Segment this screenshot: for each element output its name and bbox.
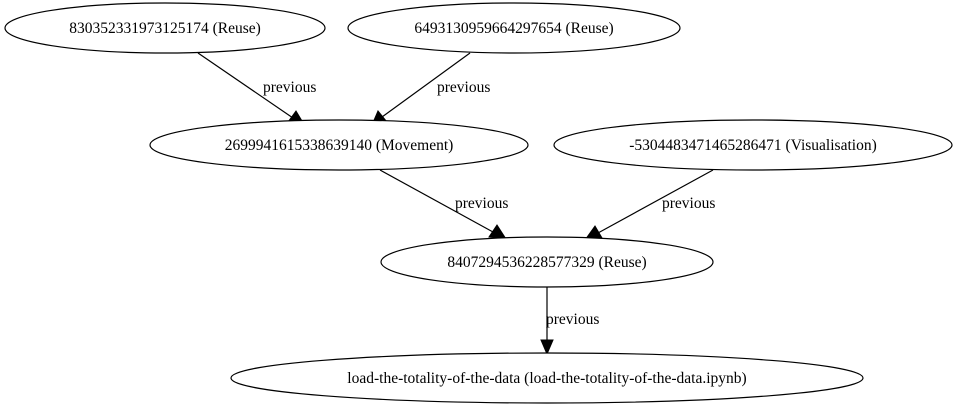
node-label: load-the-totality-of-the-data (load-the-… [347,370,746,387]
edge-n1-n3: previous [197,52,316,127]
edge-n4-n5: previous [583,169,715,241]
node-n2: 6493130959664297654 (Reuse) [347,2,681,54]
edge-label: previous [437,79,490,96]
node-label: 830352331973125174 (Reuse) [69,20,261,37]
node-label: 8407294536228577329 (Reuse) [447,254,646,271]
node-n4: -5304483471465286471 (Visualisation) [553,119,953,171]
edge-label: previous [546,311,599,328]
node-label: 2699941615338639140 (Movement) [225,137,454,154]
edge-n2-n3: previous [371,52,490,126]
node-n5: 8407294536228577329 (Reuse) [380,236,714,288]
edge-n5-n6: previous [540,287,599,356]
edge-label: previous [662,195,715,212]
node-n1: 830352331973125174 (Reuse) [4,2,326,54]
edge-n3-n5: previous [379,169,508,240]
node-label: 6493130959664297654 (Reuse) [414,20,613,37]
edge-label: previous [263,79,316,96]
node-n6: load-the-totality-of-the-data (load-the-… [230,352,864,404]
edge-label: previous [455,195,508,212]
node-label: -5304483471465286471 (Visualisation) [629,137,876,154]
node-n3: 2699941615338639140 (Movement) [149,119,529,171]
